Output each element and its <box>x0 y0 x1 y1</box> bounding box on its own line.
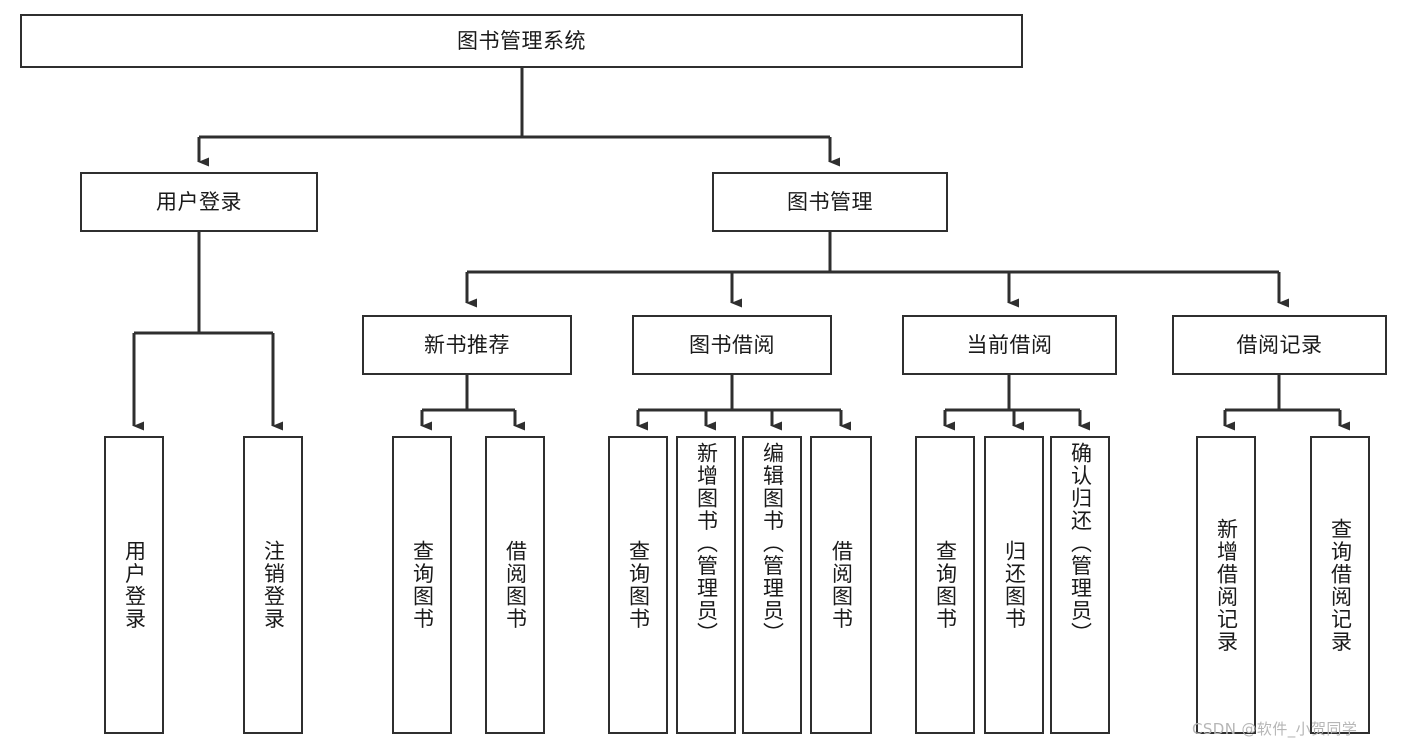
leaf-current-borrow-return[interactable]: 归还图书 <box>984 436 1044 734</box>
leaf-new-book-borrow-label: 借阅图书 <box>503 540 528 630</box>
node-root-system-label: 图书管理系统 <box>457 28 586 53</box>
leaf-book-borrow-add-label: 新增图书（管理员） <box>694 442 719 645</box>
leaf-book-borrow-query-label: 查询图书 <box>626 540 651 630</box>
leaf-book-borrow-edit-label: 编辑图书（管理员） <box>760 442 785 645</box>
csdn-watermark: CSDN @软件_小贺同学 <box>1192 720 1358 738</box>
leaf-user-login-logout-label: 注销登录 <box>261 540 286 630</box>
leaf-borrow-record-query[interactable]: 查询借阅记录 <box>1310 436 1370 734</box>
leaf-user-login-login-label: 用户登录 <box>122 540 147 630</box>
node-root-system[interactable]: 图书管理系统 <box>20 14 1023 68</box>
leaf-borrow-record-add-label: 新增借阅记录 <box>1214 517 1239 653</box>
leaf-current-borrow-confirm-label: 确认归还（管理员） <box>1068 442 1093 645</box>
leaf-book-borrow-add[interactable]: 新增图书（管理员） <box>676 436 736 734</box>
node-current-borrow-label: 当前借阅 <box>966 332 1053 357</box>
node-user-login-label: 用户登录 <box>156 189 242 214</box>
leaf-borrow-record-query-label: 查询借阅记录 <box>1328 517 1353 653</box>
node-new-book-recommend[interactable]: 新书推荐 <box>362 315 572 375</box>
leaf-current-borrow-query[interactable]: 查询图书 <box>915 436 975 734</box>
node-borrow-record[interactable]: 借阅记录 <box>1172 315 1387 375</box>
node-current-borrow[interactable]: 当前借阅 <box>902 315 1117 375</box>
leaf-user-login-login[interactable]: 用户登录 <box>104 436 164 734</box>
leaf-borrow-record-add[interactable]: 新增借阅记录 <box>1196 436 1256 734</box>
node-user-login[interactable]: 用户登录 <box>80 172 318 232</box>
leaf-book-borrow-borrow-label: 借阅图书 <box>829 540 854 630</box>
leaf-current-borrow-query-label: 查询图书 <box>933 540 958 630</box>
node-book-management[interactable]: 图书管理 <box>712 172 948 232</box>
leaf-current-borrow-return-label: 归还图书 <box>1002 540 1027 630</box>
node-book-borrow-label: 图书借阅 <box>689 332 775 357</box>
leaf-current-borrow-confirm[interactable]: 确认归还（管理员） <box>1050 436 1110 734</box>
leaf-new-book-query-label: 查询图书 <box>410 540 435 630</box>
leaf-book-borrow-edit[interactable]: 编辑图书（管理员） <box>742 436 802 734</box>
node-book-management-label: 图书管理 <box>787 189 873 214</box>
node-new-book-recommend-label: 新书推荐 <box>424 332 510 357</box>
leaf-new-book-borrow[interactable]: 借阅图书 <box>485 436 545 734</box>
node-borrow-record-label: 借阅记录 <box>1236 332 1323 357</box>
leaf-new-book-query[interactable]: 查询图书 <box>392 436 452 734</box>
leaf-user-login-logout[interactable]: 注销登录 <box>243 436 303 734</box>
node-book-borrow[interactable]: 图书借阅 <box>632 315 832 375</box>
leaf-book-borrow-query[interactable]: 查询图书 <box>608 436 668 734</box>
leaf-book-borrow-borrow[interactable]: 借阅图书 <box>810 436 872 734</box>
